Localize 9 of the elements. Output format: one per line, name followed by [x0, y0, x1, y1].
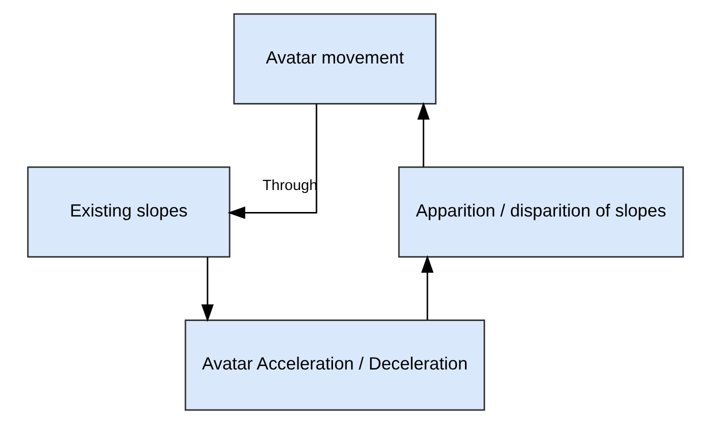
node-box: Apparition / disparition of slopes: [398, 166, 684, 258]
node-box: Avatar Acceleration / Deceleration: [184, 319, 485, 411]
edge-label: Through: [262, 178, 317, 194]
node-box: Avatar movement: [232, 13, 436, 105]
node-box: Existing slopes: [26, 166, 230, 258]
arrow: [420, 255, 434, 320]
arrow: [416, 102, 430, 167]
arrow: [227, 104, 317, 219]
arrow: [200, 257, 214, 322]
